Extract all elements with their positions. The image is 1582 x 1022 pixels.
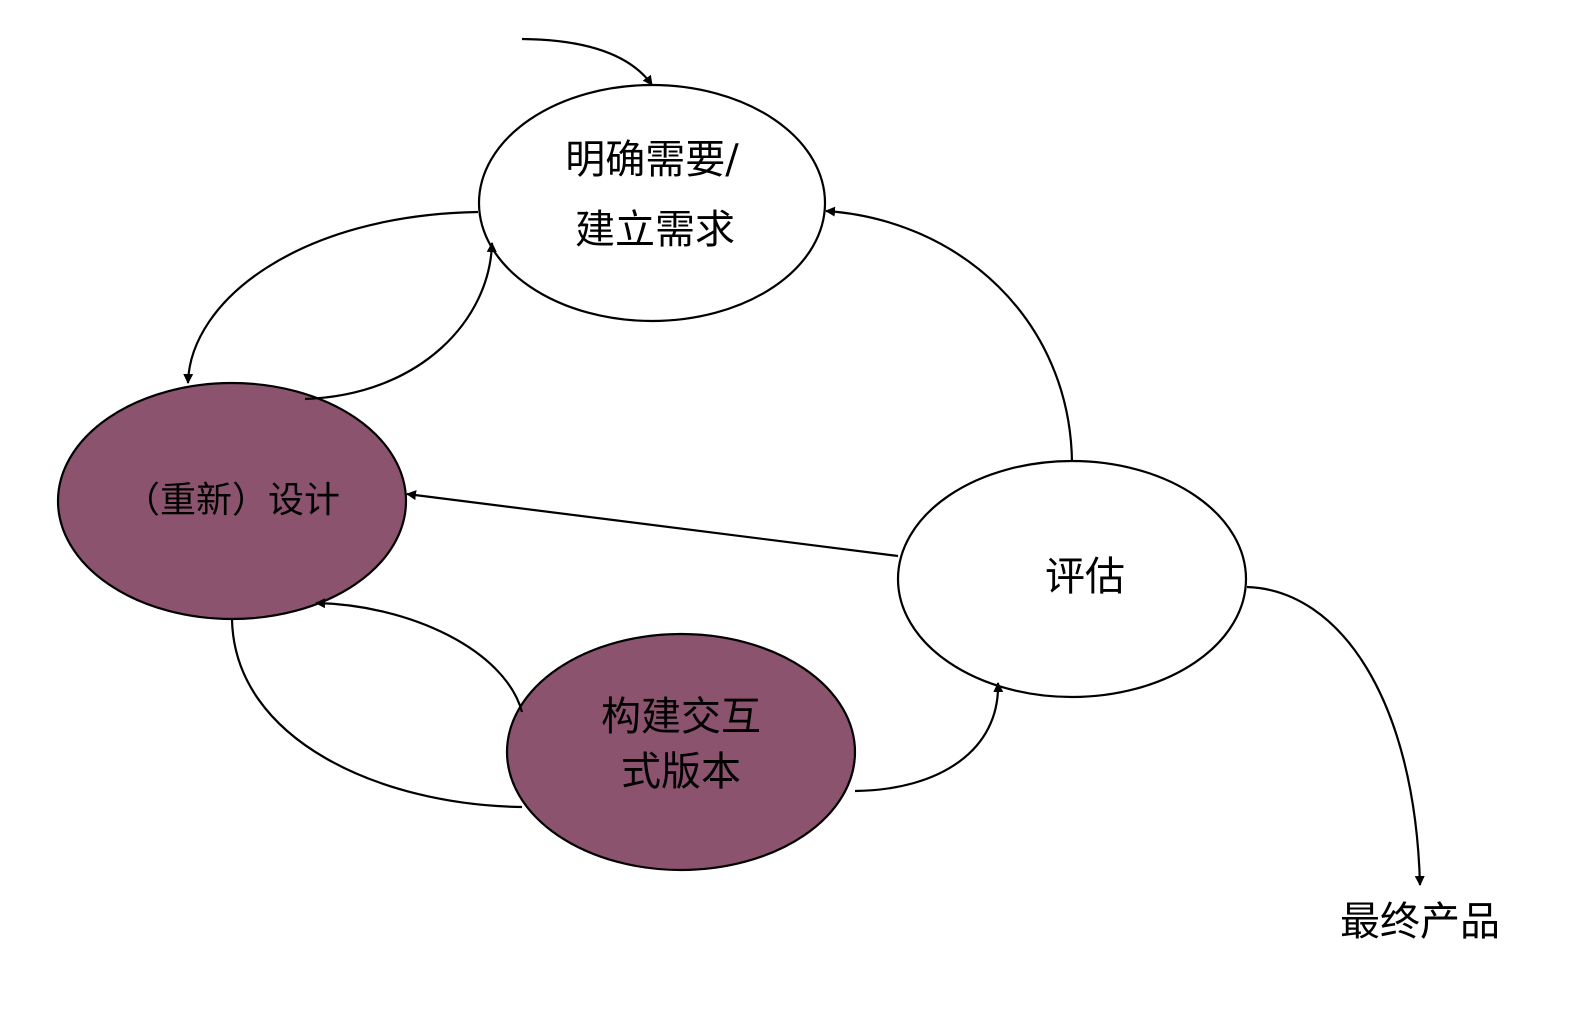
edge-requirements-to-design: [183, 210, 479, 384]
node-evaluate: 评估: [896, 459, 1248, 699]
node-build: 构建交互 式版本: [505, 632, 857, 872]
edge-build-to-design: [315, 598, 524, 713]
edge-evaluate-to-requirements: [825, 206, 1074, 463]
edge-start-to-requirements: [521, 37, 653, 86]
node-build-line1: 构建交互: [601, 694, 761, 740]
edge-evaluate-to-final: [1246, 585, 1425, 886]
node-requirements-line2: 建立需求: [575, 207, 735, 253]
node-build-line2: 式版本: [621, 749, 741, 795]
edge-build-to-evaluate: [854, 682, 1004, 793]
edge-design-to-build: [230, 619, 523, 809]
edge-design-to-requirements: [304, 242, 497, 401]
node-requirements: 明确需要/ 建立需求: [477, 83, 827, 323]
final-product-label: 最终产品: [1340, 899, 1500, 945]
node-design-line1: （重新）设计: [124, 480, 340, 521]
node-design: （重新）设计: [56, 381, 408, 621]
edge-evaluate-to-design: [406, 490, 899, 558]
node-requirements-line1: 明确需要/: [565, 137, 739, 183]
node-evaluate-line1: 评估: [1045, 554, 1125, 600]
